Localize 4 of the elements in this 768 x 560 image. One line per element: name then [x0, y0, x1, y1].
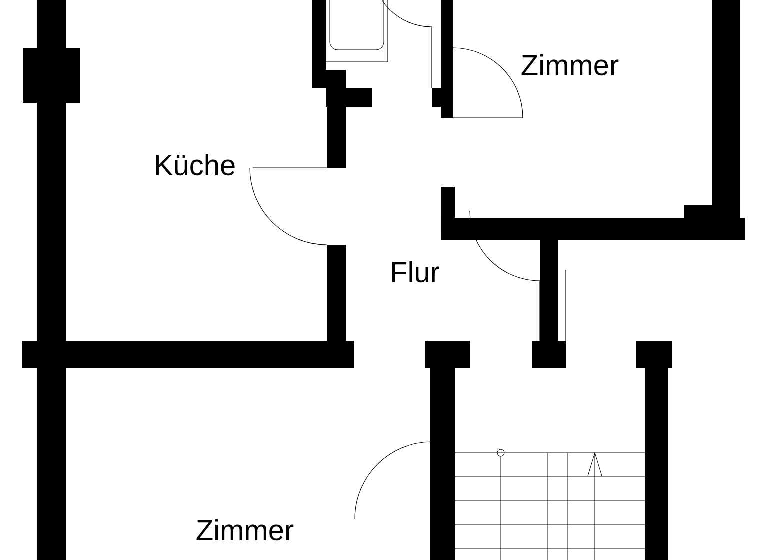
room-label: Flur — [392, 261, 440, 283]
room-label: Zimmer — [196, 519, 294, 541]
room-label: Küche — [156, 154, 235, 176]
room-label: Zimmer — [522, 54, 619, 76]
